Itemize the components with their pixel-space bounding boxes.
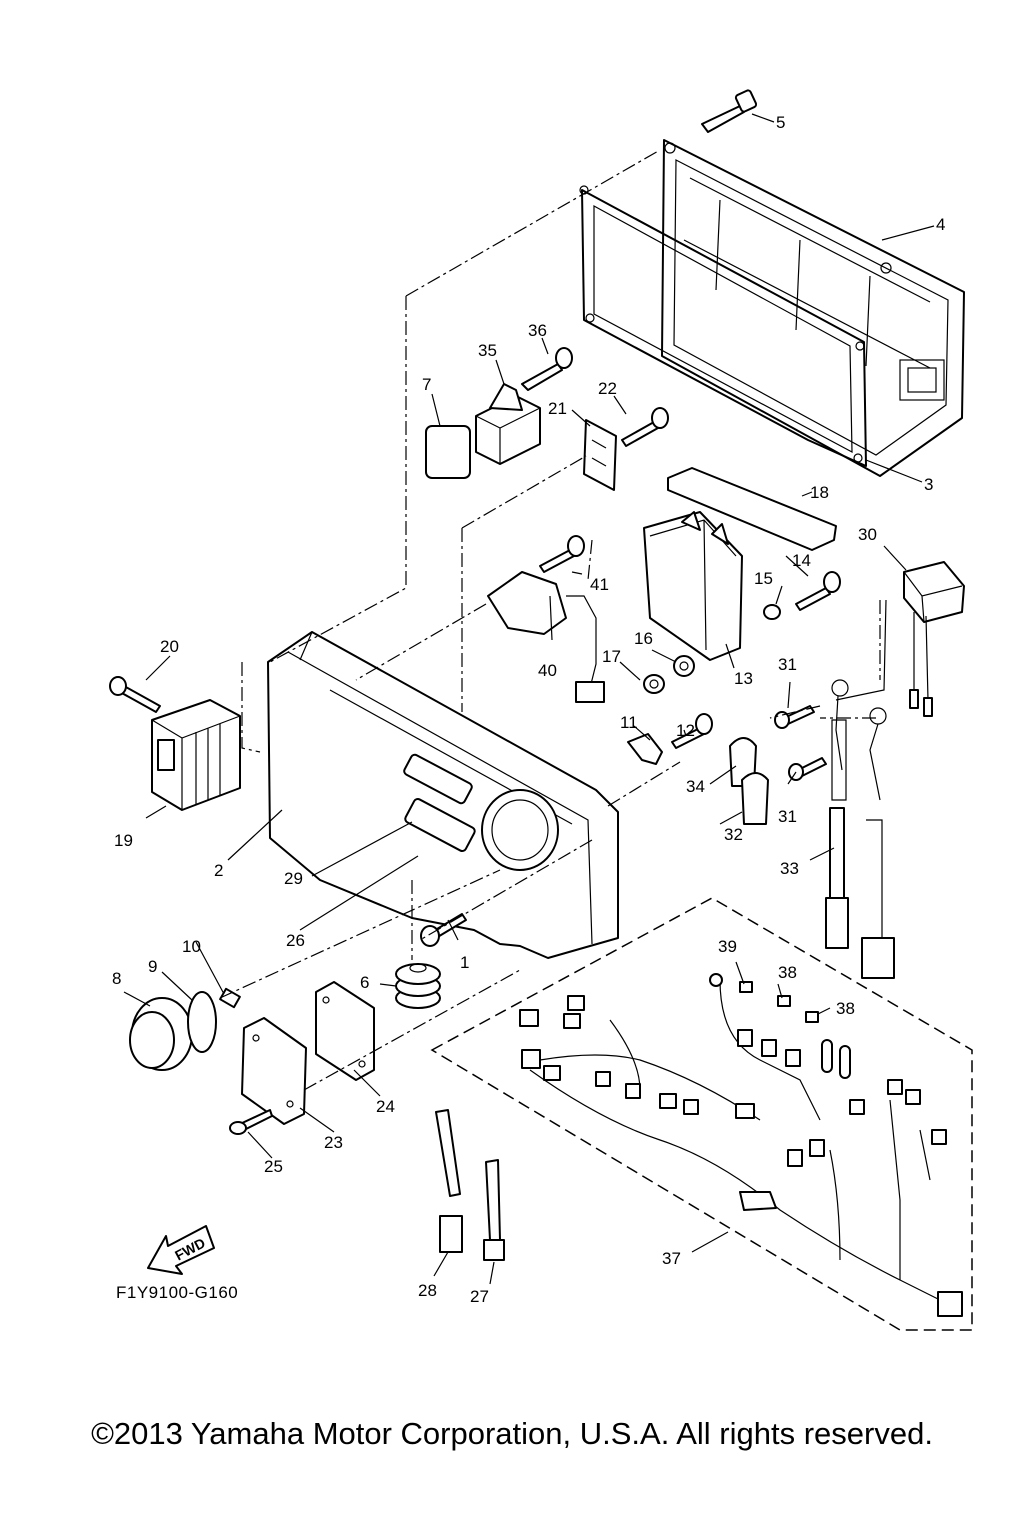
part-22-screw: [621, 407, 669, 447]
callout-15: 15: [754, 569, 773, 588]
callout-12: 12: [676, 721, 695, 740]
callout-32: 32: [724, 825, 743, 844]
part-30-connector: [835, 561, 965, 717]
callout-18: 18: [810, 483, 829, 502]
callout-23: 23: [324, 1133, 343, 1152]
part-6-damper: [395, 963, 441, 1009]
part-37-harness-box: [430, 897, 973, 1331]
callout-16: 16: [634, 629, 653, 648]
assembly-lines: [219, 149, 881, 1091]
callout-29: 29: [284, 869, 303, 888]
part-39-fuse: [739, 981, 753, 993]
fwd-arrow-icon: FWD: [147, 1225, 215, 1275]
part-3-gasket: [579, 185, 867, 467]
callout-26: 26: [286, 931, 305, 950]
part-2-electrical-box: [267, 631, 619, 959]
callout-28: 28: [418, 1281, 437, 1300]
part-36-screw: [521, 347, 573, 391]
part-21-bracket: [583, 419, 617, 491]
part-23-plate: [241, 1017, 307, 1125]
callout-38: 38: [836, 999, 855, 1018]
callout-5: 5: [776, 113, 785, 132]
callout-19: 19: [114, 831, 133, 850]
callout-34: 34: [686, 777, 705, 796]
callout-2: 2: [214, 861, 223, 880]
part-11-bracket: [627, 733, 663, 765]
callout-38: 38: [778, 963, 797, 982]
part-20-bolt: [109, 676, 161, 713]
leader-lines: [123, 113, 935, 1285]
part-41-screw: [539, 535, 585, 573]
drawing-code: F1Y9100-G160: [116, 1283, 238, 1302]
callout-31: 31: [778, 655, 797, 674]
callout-22: 22: [598, 379, 617, 398]
part-27-cable-tie: [483, 1159, 505, 1261]
callout-25: 25: [264, 1157, 283, 1176]
part-14-screw: [795, 571, 841, 611]
callout-3: 3: [924, 475, 933, 494]
part-24-gasket: [315, 981, 375, 1081]
part-5-screw: [701, 89, 758, 133]
part-33-cable: [825, 679, 895, 979]
part-29-label: [403, 753, 473, 805]
callout-37: 37: [662, 1249, 681, 1268]
callout-8: 8: [112, 969, 121, 988]
callout-35: 35: [478, 341, 497, 360]
part-38-fuse-a: [777, 995, 791, 1007]
callout-30: 30: [858, 525, 877, 544]
callout-10: 10: [182, 937, 201, 956]
callout-31: 31: [778, 807, 797, 826]
callout-14: 14: [792, 551, 811, 570]
callout-6: 6: [360, 973, 369, 992]
part-25-screw: [229, 1109, 273, 1135]
part-15-washer: [763, 604, 781, 620]
part-18-strap: [667, 467, 837, 551]
part-40-sensor: [487, 571, 605, 703]
part-38-fuse-b: [805, 1011, 819, 1023]
callout-41: 41: [590, 575, 609, 594]
callout-1: 1: [460, 953, 469, 972]
part-37-harness: [519, 973, 963, 1317]
callout-9: 9: [148, 957, 157, 976]
copyright-notice: ©2013 Yamaha Motor Corporation, U.S.A. A…: [91, 1416, 933, 1451]
part-13-ecu: [643, 511, 743, 661]
part-28-cable-tie: [435, 1109, 463, 1253]
callout-33: 33: [780, 859, 799, 878]
part-4-cover: [661, 139, 965, 477]
callout-40: 40: [538, 661, 557, 680]
callout-20: 20: [160, 637, 179, 656]
part-7-pad: [425, 425, 471, 479]
part-8-cap: [129, 997, 193, 1071]
callout-36: 36: [528, 321, 547, 340]
callout-13: 13: [734, 669, 753, 688]
part-32-cap: [741, 772, 769, 825]
callout-17: 17: [602, 647, 621, 666]
callout-21: 21: [548, 399, 567, 418]
callout-27: 27: [470, 1287, 489, 1306]
part-10-tab: [219, 987, 241, 1009]
part-26-label: [404, 797, 476, 853]
callout-7: 7: [422, 375, 431, 394]
callout-39: 39: [718, 937, 737, 956]
callout-24: 24: [376, 1097, 395, 1116]
part-19-rectifier: [151, 699, 241, 811]
part-31-bolt: [774, 705, 827, 781]
part-35-relay: [475, 383, 541, 465]
part-9-oring: [187, 991, 217, 1053]
part-17-collar: [643, 674, 665, 694]
callout-11: 11: [620, 713, 638, 732]
part-16-grommet: [673, 655, 695, 677]
callout-4: 4: [936, 215, 945, 234]
part-12-screw: [671, 713, 713, 749]
